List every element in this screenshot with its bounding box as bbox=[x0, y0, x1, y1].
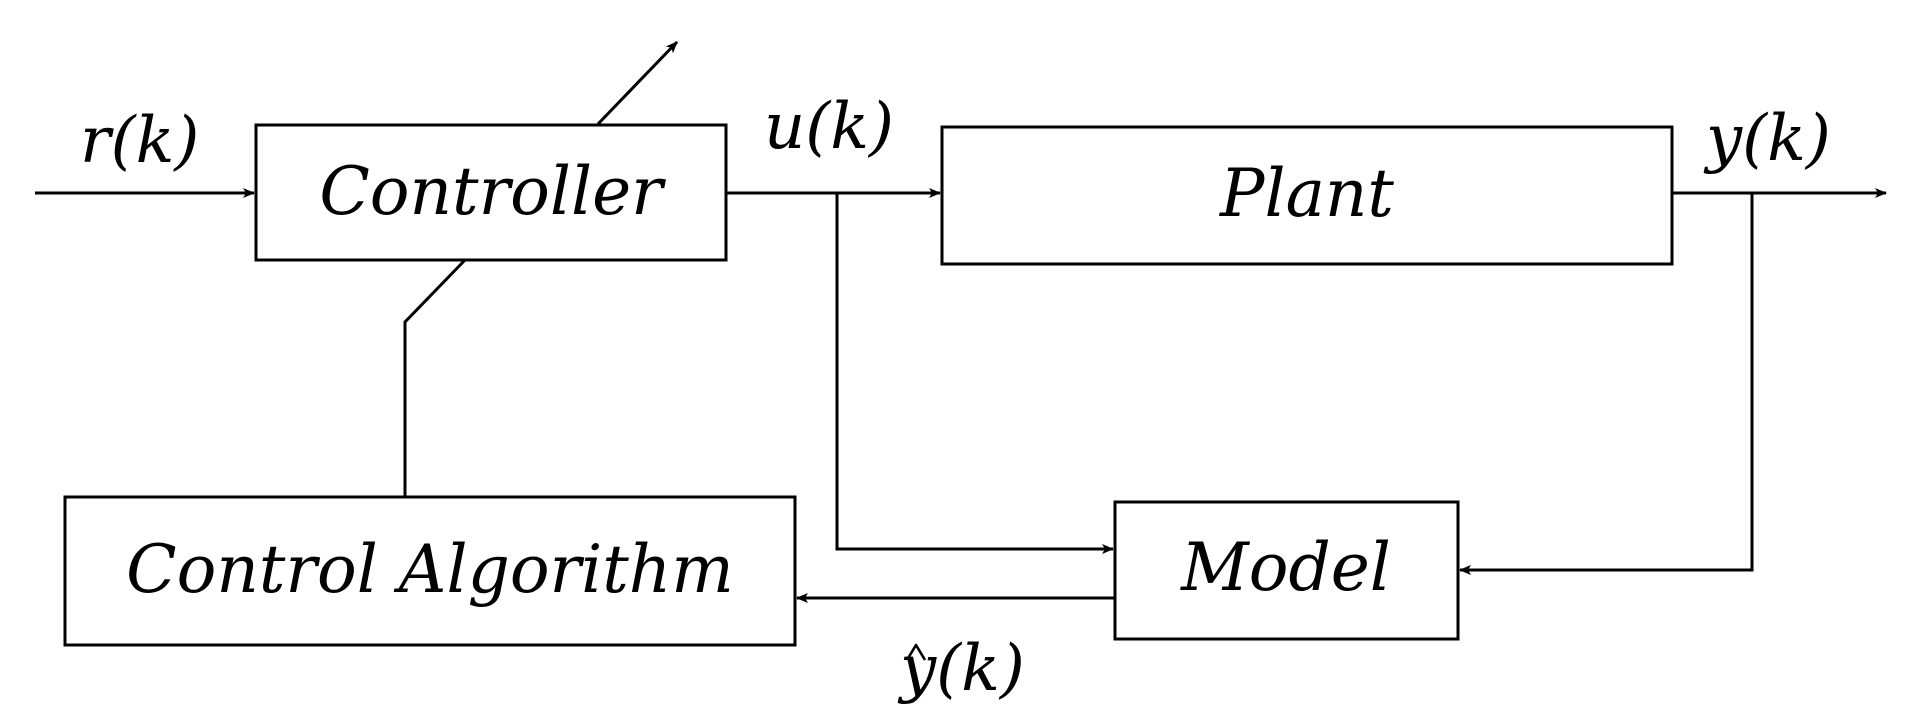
plant-box bbox=[940, 125, 1674, 266]
adaptation-arrow bbox=[596, 40, 679, 126]
control-algorithm-box bbox=[63, 495, 797, 647]
controller-block: Controller bbox=[254, 123, 728, 262]
controller-box bbox=[254, 123, 728, 262]
model-block: Model bbox=[1113, 500, 1460, 641]
model-label: Model bbox=[1180, 529, 1391, 606]
output-to-model-arrow bbox=[1459, 193, 1754, 575]
controller-label: Controller bbox=[319, 153, 666, 230]
plant-label: Plant bbox=[1219, 155, 1394, 232]
hat-accent bbox=[905, 643, 927, 661]
plant-block: Plant bbox=[940, 125, 1674, 266]
output-signal-label: y(k) bbox=[1703, 102, 1831, 176]
control-input-to-model-arrow bbox=[835, 193, 1114, 554]
control-input-signal-label: u(k) bbox=[764, 90, 894, 164]
model-output-signal-label: y(k) bbox=[897, 632, 1025, 706]
control-algorithm-block: Control Algorithm bbox=[63, 495, 797, 647]
model-output-signal-text: y(k) bbox=[897, 632, 1025, 706]
reference-signal-label: r(k) bbox=[80, 104, 199, 178]
model-box bbox=[1113, 500, 1460, 641]
control-algorithm-label: Control Algorithm bbox=[126, 531, 734, 608]
algorithm-to-controller-link bbox=[403, 258, 467, 497]
